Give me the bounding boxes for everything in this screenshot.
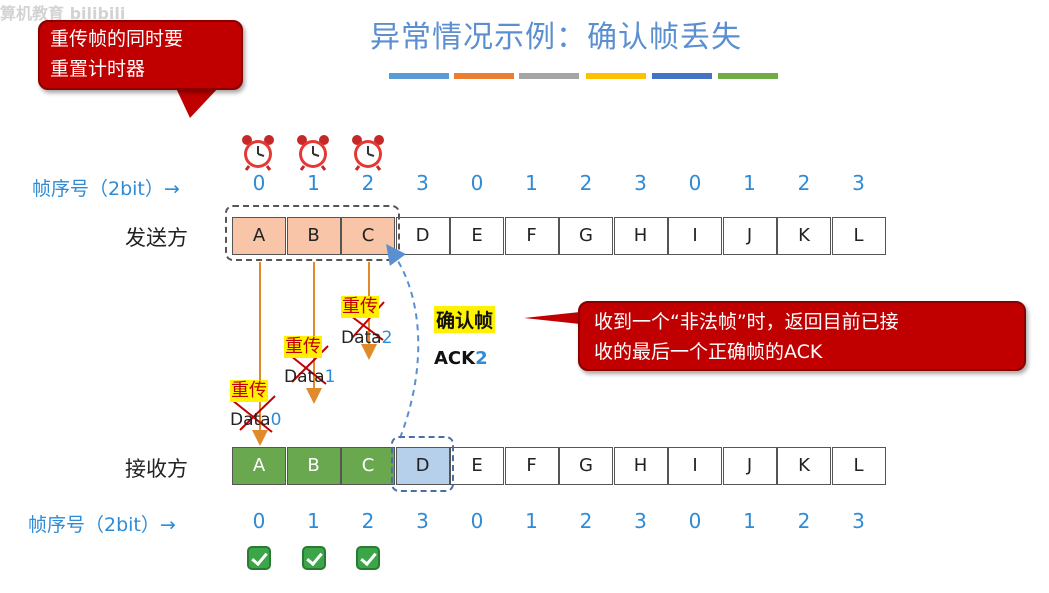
color-bar-5	[652, 73, 712, 79]
color-bar-4	[586, 73, 646, 79]
callout-right-line2: 收的最后一个正确帧的ACK	[594, 341, 823, 363]
alarm-clock-icon	[242, 135, 274, 171]
seq-number: 1	[743, 509, 756, 533]
frame-cell: I	[668, 217, 722, 255]
data-label-2: Data2	[341, 328, 392, 348]
frame-cell: C	[341, 217, 395, 255]
seq-number: 3	[852, 171, 865, 195]
callout-top-line1: 重传帧的同时要	[50, 28, 184, 50]
check-icon	[247, 546, 271, 570]
retransmit-tag-2: 重传	[341, 296, 379, 318]
sender-label: 发送方	[125, 226, 188, 250]
seq-number: 1	[525, 509, 538, 533]
seq-number: 0	[470, 171, 484, 195]
data-idx-1: 1	[324, 367, 336, 387]
frame-cell: E	[450, 447, 504, 485]
callout-top-tail	[175, 86, 220, 118]
retransmit-tag-1: 重传	[284, 336, 322, 358]
callout-top-line2: 重置计时器	[50, 58, 146, 80]
seq-number: 3	[852, 509, 865, 533]
ack-label: ACK2	[434, 348, 488, 369]
frame-cell: H	[613, 447, 668, 485]
frame-cell: B	[286, 217, 341, 255]
seq-number: 3	[416, 509, 429, 533]
ack-frame-title: 确认帧	[434, 306, 496, 333]
retransmit-tag-0: 重传	[230, 380, 268, 402]
frame-cell: B	[286, 447, 341, 485]
seq-number: 2	[579, 171, 593, 195]
frame-cell: H	[613, 217, 668, 255]
seq-number: 2	[797, 171, 811, 195]
color-bar-2	[454, 73, 514, 79]
data-text-2: Data	[341, 328, 382, 348]
frame-cell: L	[831, 217, 886, 255]
callout-right-line1: 收到一个“非法帧”时，返回目前已接	[594, 311, 899, 333]
frame-cell: D	[395, 447, 450, 485]
frame-cell: J	[722, 217, 777, 255]
sender-seq-label: 帧序号（2bit）→	[32, 178, 180, 200]
frame-cell: F	[504, 217, 559, 255]
check-icon	[356, 546, 380, 570]
data-label-0: Data0	[230, 410, 281, 430]
cross-mark-0	[231, 399, 273, 433]
frame-cell: G	[559, 217, 613, 255]
frame-cell: K	[777, 447, 831, 485]
seq-number: 1	[743, 171, 756, 195]
frame-cell: A	[232, 217, 286, 255]
callout-reset-timer: 重传帧的同时要 重置计时器	[38, 20, 243, 90]
seq-number: 0	[688, 171, 702, 195]
color-bar-6	[718, 73, 778, 79]
seq-number: 3	[634, 171, 647, 195]
frame-cell: A	[232, 447, 286, 485]
seq-number: 1	[307, 509, 320, 533]
seq-number: 2	[579, 509, 593, 533]
ack-idx: 2	[475, 348, 488, 369]
seq-number: 1	[525, 171, 538, 195]
seq-number: 0	[688, 509, 702, 533]
seq-number: 0	[252, 509, 266, 533]
seq-number: 2	[361, 509, 375, 533]
frame-cell: I	[668, 447, 722, 485]
seq-number: 0	[252, 171, 266, 195]
seq-number: 0	[470, 509, 484, 533]
callout-right-tail	[524, 312, 580, 324]
seq-number: 3	[634, 509, 647, 533]
seq-number: 1	[307, 171, 320, 195]
callout-illegal-frame: 收到一个“非法帧”时，返回目前已接 收的最后一个正确帧的ACK	[578, 301, 1026, 371]
data-text-1: Data	[284, 367, 325, 387]
ack-text: ACK	[434, 348, 476, 369]
color-bar-1	[389, 73, 449, 79]
check-icon	[302, 546, 326, 570]
frame-cell: F	[504, 447, 559, 485]
frame-cell: G	[559, 447, 613, 485]
page-title: 异常情况示例：确认帧丢失	[370, 20, 742, 55]
frame-cell: J	[722, 447, 777, 485]
data-idx-2: 2	[381, 328, 393, 348]
seq-number: 2	[361, 171, 375, 195]
frame-cell: E	[450, 217, 504, 255]
receiver-window	[391, 436, 454, 492]
sender-window	[225, 205, 400, 261]
alarm-clock-icon	[352, 135, 384, 171]
receiver-seq-label: 帧序号（2bit）→	[28, 514, 176, 536]
seq-number: 2	[797, 509, 811, 533]
watermark: 算机教育 bilibili	[0, 4, 126, 23]
data-label-1: Data1	[284, 367, 335, 387]
ack-lost-arrow	[386, 243, 420, 439]
frame-cell: K	[777, 217, 831, 255]
seq-number: 3	[416, 171, 429, 195]
data-text-0: Data	[230, 410, 271, 430]
alarm-clock-icon	[297, 135, 329, 171]
color-bar-3	[519, 73, 579, 79]
data-idx-0: 0	[270, 410, 282, 430]
frame-cell: L	[831, 447, 886, 485]
frame-cell: C	[341, 447, 395, 485]
receiver-label: 接收方	[125, 457, 188, 481]
